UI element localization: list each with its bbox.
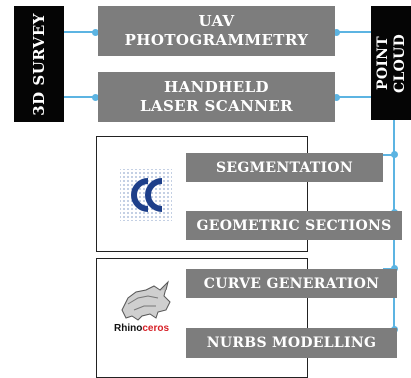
curve-generation-label: CURVE GENERATION [203,275,380,292]
geometric-sections-box: GEOMETRIC SECTIONS [186,211,402,240]
uav-line2: PHOTOGRAMMETRY [124,31,309,49]
rhinoceros-name: Rhinoceros [114,323,169,334]
segmentation-box: SEGMENTATION [186,153,383,182]
point-cloud-label: POINT CLOUD [375,33,408,93]
cloudcompare-logo-icon [118,167,174,223]
connector-uav-to-pointcloud [335,31,371,33]
handheld-laser-scanner-box: HANDHELD LASER SCANNER [98,72,335,122]
scanner-line1: HANDHELD [164,78,269,96]
segmentation-label: SEGMENTATION [215,159,353,176]
rhinoceros-name-part2: ceros [142,323,170,334]
rhinoceros-logo-icon [116,280,176,322]
uav-line1: UAV [198,12,235,30]
connector-dot [391,151,398,158]
survey-box: 3D SURVEY [14,6,64,122]
scanner-line2: LASER SCANNER [139,97,294,115]
point-cloud-box: POINT CLOUD [371,6,411,120]
connector-dot [92,29,99,36]
connector-scanner-to-pointcloud [335,96,371,98]
rhinoceros-name-part1: Rhino [114,323,143,334]
nurbs-modelling-label: NURBS MODELLING [206,335,377,351]
connector-dot [92,94,99,101]
connector-survey-to-uav [64,31,98,33]
connector-dot [333,29,340,36]
connector-survey-to-scanner [64,96,98,98]
survey-label: 3D SURVEY [29,12,48,116]
uav-photogrammetry-box: UAV PHOTOGRAMMETRY [98,6,335,56]
connector-dot [391,265,398,272]
curve-generation-box: CURVE GENERATION [186,269,397,298]
nurbs-modelling-box: NURBS MODELLING [186,328,397,358]
connector-to-segmentation [383,154,395,156]
geometric-sections-label: GEOMETRIC SECTIONS [196,217,392,234]
connector-dot [333,94,340,101]
